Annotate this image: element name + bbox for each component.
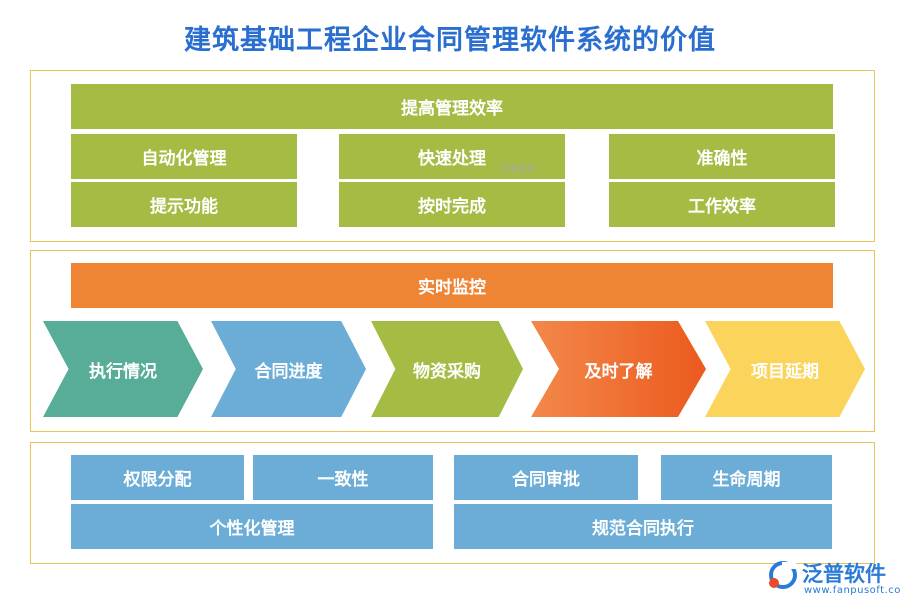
monitoring-section: 实时监控 执行情况 合同进度 物资采购 及时了解 项目延期 [30,250,875,432]
item-permission: 权限分配 [71,455,244,500]
item-personalized: 个性化管理 [71,504,433,549]
item-lifecycle: 生命周期 [661,455,832,500]
logo-url: www.fanpusoft.com [804,585,900,596]
item-on-time: 按时完成 [339,182,565,227]
item-standard-execution: 规范合同执行 [454,504,832,549]
standardization-section: 权限分配 一致性 合同审批 生命周期 个性化管理 规范合同执行 [30,442,875,564]
item-consistency: 一致性 [253,455,433,500]
page-title: 建筑基础工程企业合同管理软件系统的价值 [184,25,716,56]
efficiency-header: 提高管理效率 [71,84,833,129]
efficiency-section: 提高管理效率 自动化管理 快速处理 准确性 提示功能 按时完成 工作效率 [30,70,875,242]
item-automation: 自动化管理 [71,134,297,179]
step-timely-awareness: 及时了解 [531,321,706,417]
item-work-efficiency: 工作效率 [609,182,835,227]
logo-name: 泛普软件 [802,562,886,586]
brand-logo: 泛普软件 www.fanpusoft.com [766,556,900,598]
logo-icon [769,561,797,589]
item-accuracy: 准确性 [609,134,835,179]
step-project-delay: 项目延期 [705,321,865,417]
step-execution: 执行情况 [43,321,203,417]
item-contract-approval: 合同审批 [454,455,638,500]
monitoring-header: 实时监控 [71,263,833,308]
step-contract-progress: 合同进度 [211,321,366,417]
item-fast-processing: 快速处理 [339,134,565,179]
item-reminder: 提示功能 [71,182,297,227]
step-material-purchase: 物资采购 [371,321,523,417]
watermark-logo: 泛普软件 [500,165,537,175]
